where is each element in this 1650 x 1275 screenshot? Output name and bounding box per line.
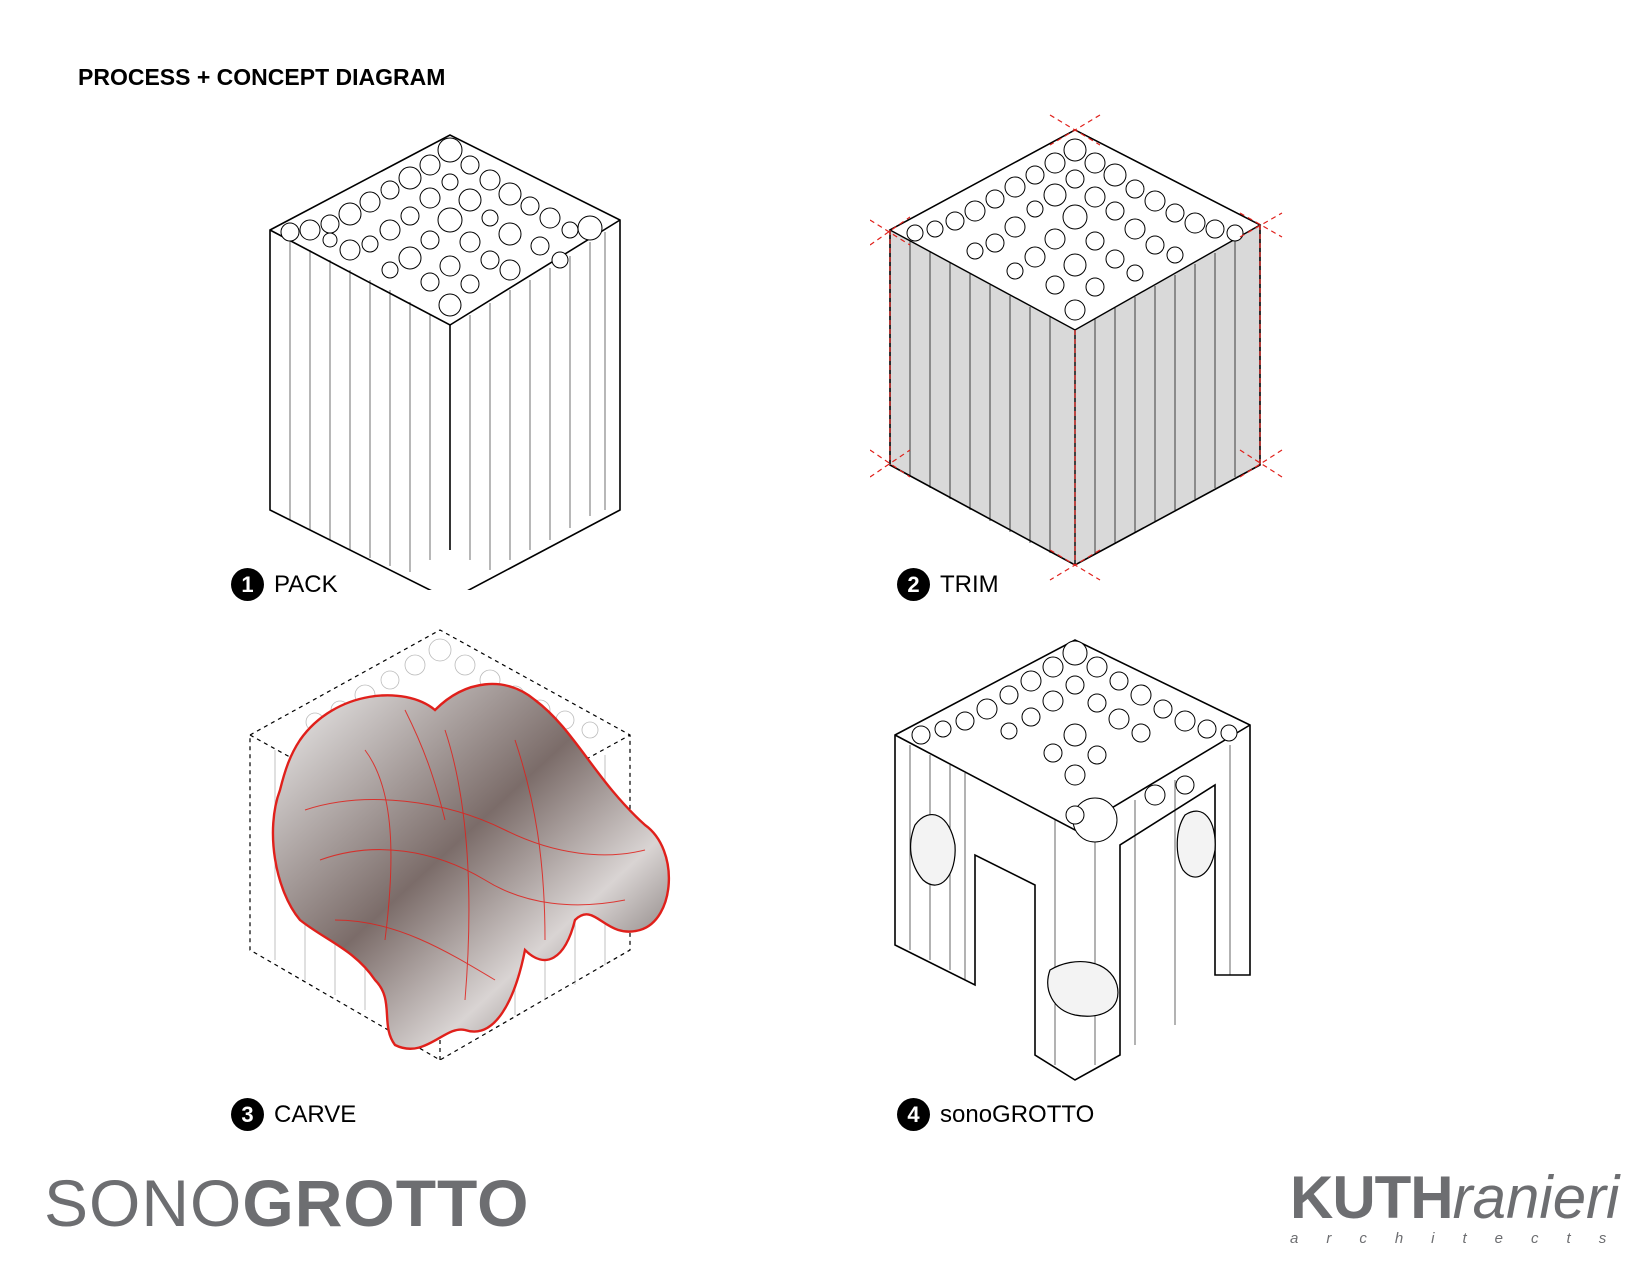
firm-logo: KUTHranieri architects (1290, 1168, 1630, 1258)
step-4-number-badge: 4 (897, 1098, 930, 1131)
carve-cube-diagram (249, 629, 671, 1061)
page-title: PROCESS + CONCEPT DIAGRAM (78, 64, 446, 90)
firm-logo-subtitle: architects (1290, 1230, 1635, 1247)
step-1-label: PACK (274, 570, 338, 598)
step-3-caption: 3 CARVE (231, 1098, 356, 1131)
step-2-number-badge: 2 (897, 568, 930, 601)
step-2-label: TRIM (940, 570, 999, 598)
step-1-caption: 1 PACK (231, 568, 338, 601)
pack-cube-diagram (269, 134, 621, 590)
step-1-number-badge: 1 (231, 568, 264, 601)
step-4-caption: 4 sonoGROTTO (897, 1098, 1094, 1131)
step-3-label: CARVE (274, 1100, 357, 1128)
step-4-label: sonoGROTTO (940, 1100, 1095, 1128)
project-name: SONOGROTTO (44, 1170, 529, 1236)
firm-logo-italic: ranieri (1452, 1164, 1620, 1231)
firm-logo-bold: KUTH (1290, 1164, 1454, 1231)
trim-cube-diagram (870, 114, 1283, 581)
project-name-bold: GROTTO (242, 1166, 530, 1240)
sonogrotto-cube-diagram (894, 639, 1251, 1081)
step-2-caption: 2 TRIM (897, 568, 999, 601)
step-3-number-badge: 3 (231, 1098, 264, 1131)
project-name-light: SONO (44, 1166, 243, 1240)
